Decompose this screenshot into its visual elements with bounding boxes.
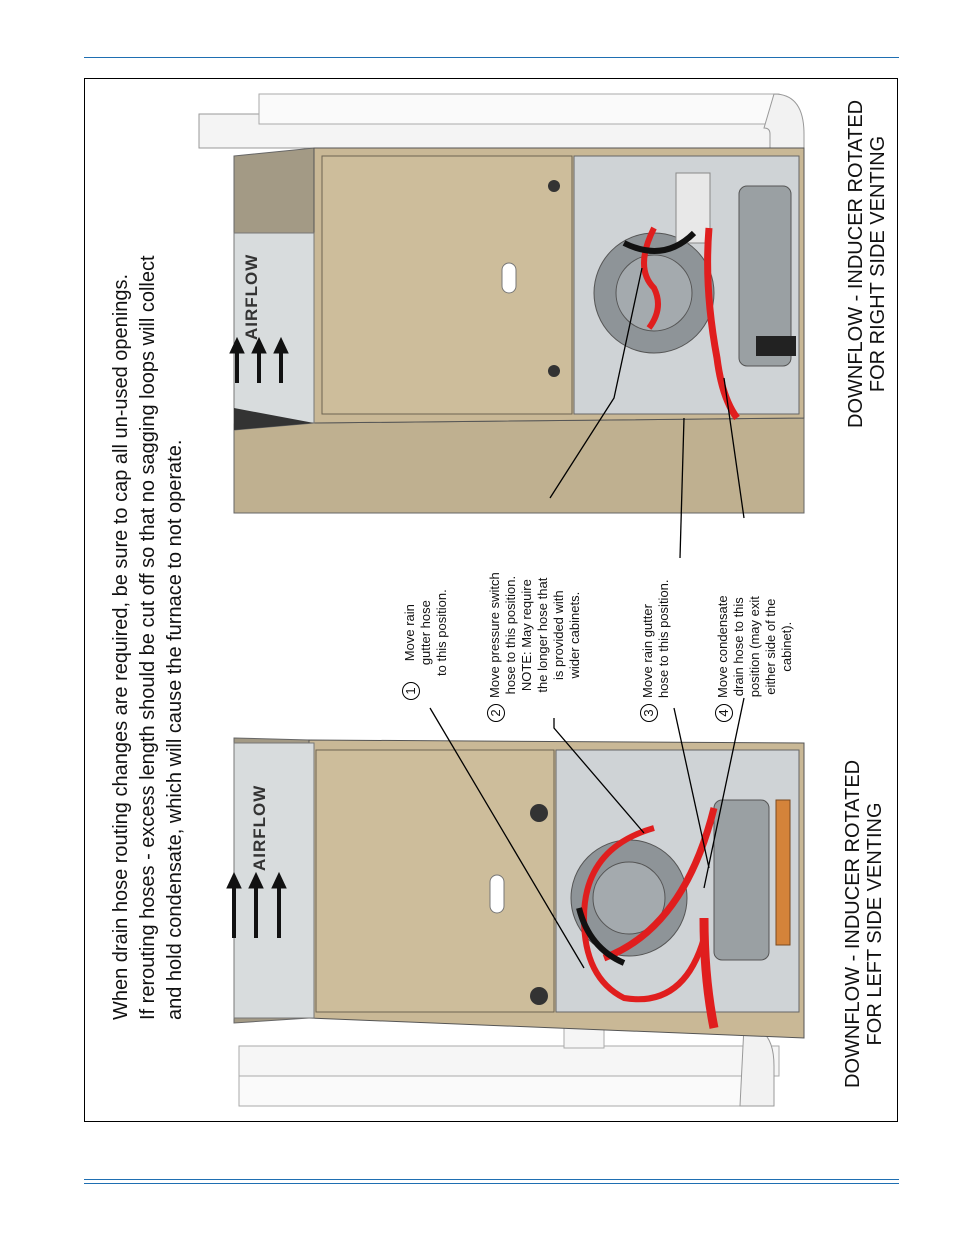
callout-3-number: 3 [640, 704, 658, 722]
drain-hose-notice: When drain hose routing changes are requ… [108, 255, 189, 1020]
callout-4-line: either side of the [763, 598, 778, 695]
callout-4-number: 4 [715, 704, 733, 722]
caption-right-side-venting: DOWNFLOW - INDUCER ROTATED FOR RIGHT SID… [845, 100, 889, 428]
callout-3-line: Move rain gutter [640, 604, 655, 698]
callout-1-number: 1 [402, 682, 420, 700]
callout-leaders [429, 267, 745, 969]
header-rule [84, 57, 899, 58]
caption-left-line-2: FOR LEFT SIDE VENTING [864, 802, 886, 1046]
callout-2-line: hose to this position. [503, 575, 518, 695]
notice-line-3: and hold condensate, which will cause th… [164, 439, 186, 1020]
callout-1-line: gutter hose [418, 600, 433, 666]
airflow-label-bottom: AIRFLOW [250, 784, 269, 871]
caption-right-line-2: FOR RIGHT SIDE VENTING [867, 135, 889, 393]
footer-rule [84, 1179, 899, 1184]
caption-right-line-1: DOWNFLOW - INDUCER ROTATED [845, 99, 867, 428]
callout-2-number: 2 [487, 704, 505, 722]
callout-4-line: drain hose to this [731, 597, 746, 697]
furnace-illustration [198, 93, 805, 1107]
callout-1-line: Move rain [402, 604, 417, 662]
caption-left-line-1: DOWNFLOW - INDUCER ROTATED [842, 759, 864, 1088]
caption-left-side-venting: DOWNFLOW - INDUCER ROTATED FOR LEFT SIDE… [842, 760, 886, 1088]
notice-line-1: When drain hose routing changes are requ… [110, 273, 132, 1020]
callout-3: 3 Move rain gutter hose to this position… [640, 579, 672, 722]
callout-3-line: hose to this position. [656, 579, 671, 698]
callout-2-line: the longer hose that [535, 577, 550, 693]
callout-2-line: NOTE: May require [519, 579, 534, 692]
callout-2: 2 Move pressure switch hose to this posi… [487, 572, 583, 722]
callout-2-line: is provided with [551, 590, 566, 680]
callout-4-line: Move condensate [715, 595, 730, 698]
furnace-left [233, 737, 805, 1039]
airflow-arrows-top [229, 336, 289, 383]
callout-2-line: Move pressure switch [487, 572, 502, 698]
callout-1: 1 Move rain gutter hose to this position… [402, 589, 450, 700]
notice-line-2: If rerouting hoses - excess length shoul… [137, 255, 159, 1020]
airflow-arrows-bottom [226, 871, 287, 938]
furnace-right [233, 147, 805, 514]
figure-frame [84, 78, 898, 1122]
callout-4-line: cabinet). [779, 621, 794, 672]
callout-1-line: to this position. [434, 589, 449, 676]
airflow-label-top: AIRFLOW [242, 253, 261, 340]
callout-4-line: position (may exit [747, 596, 762, 698]
callout-2-line: wider cabinets. [567, 591, 582, 679]
callout-4: 4 Move condensate drain hose to this pos… [715, 595, 795, 722]
